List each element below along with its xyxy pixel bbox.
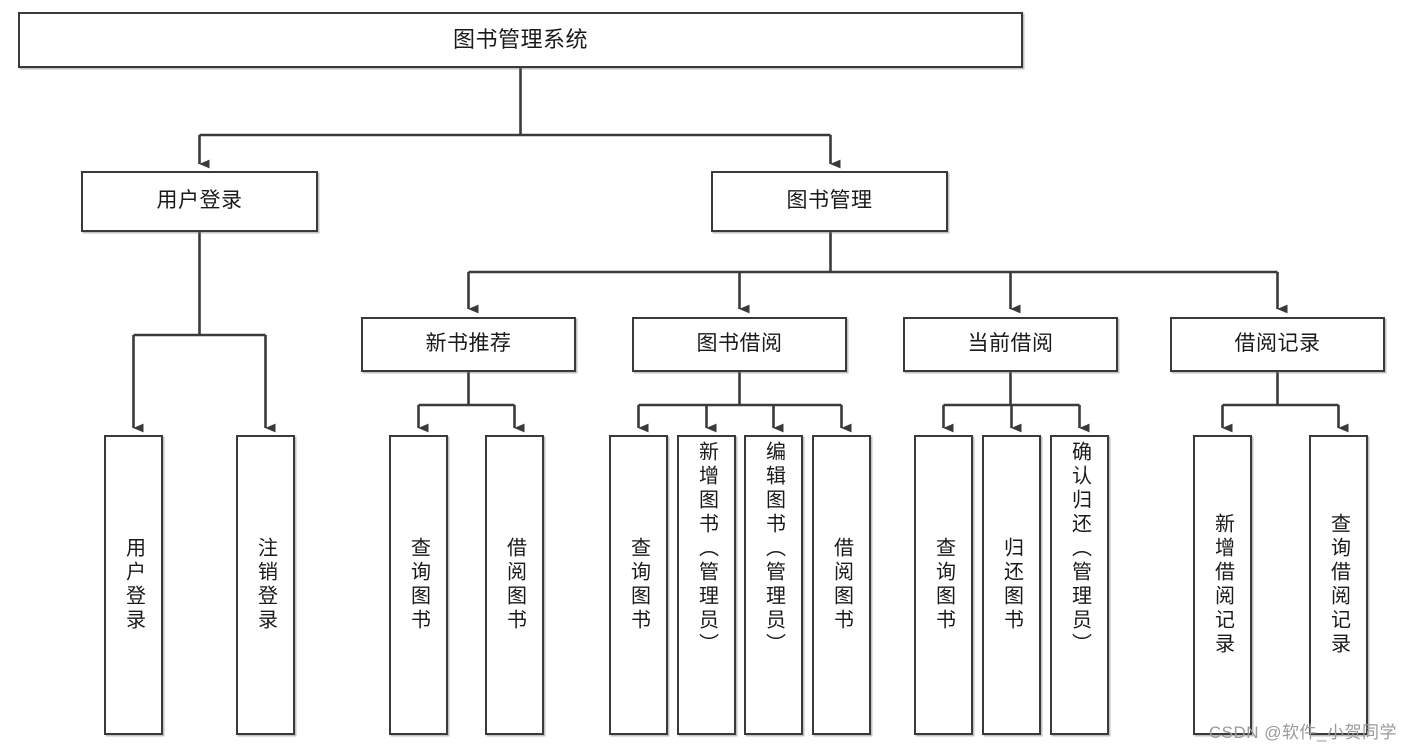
- node-label: 新增借阅记录: [1211, 513, 1234, 657]
- node-leaf-book-borrow-edit-admin[interactable]: 编辑图书（管理员）: [744, 435, 803, 735]
- node-label: 借阅图书: [503, 537, 526, 633]
- csdn-watermark: CSDN @软件_小贺同学: [1208, 723, 1397, 742]
- node-leaf-book-borrow-borrow[interactable]: 借阅图书: [812, 435, 871, 735]
- node-label: 新书推荐: [425, 332, 512, 356]
- node-current-borrow[interactable]: 当前借阅: [903, 317, 1118, 372]
- node-label: 当前借阅: [967, 332, 1054, 356]
- node-leaf-borrow-record-add[interactable]: 新增借阅记录: [1193, 435, 1252, 735]
- node-leaf-user-login-logout[interactable]: 注销登录: [236, 435, 295, 735]
- node-label: 借阅图书: [830, 537, 853, 633]
- node-leaf-current-borrow-query[interactable]: 查询图书: [914, 435, 973, 735]
- node-label: 查询图书: [627, 537, 650, 633]
- node-label: 查询图书: [932, 537, 955, 633]
- node-label: 图书管理系统: [452, 27, 588, 53]
- node-label: 编辑图书（管理员）: [762, 441, 785, 657]
- node-label: 用户登录: [156, 189, 243, 213]
- node-user-login[interactable]: 用户登录: [81, 171, 318, 232]
- node-leaf-new-book-borrow[interactable]: 借阅图书: [485, 435, 544, 735]
- node-borrow-record[interactable]: 借阅记录: [1170, 317, 1385, 372]
- node-book-management[interactable]: 图书管理: [711, 171, 948, 232]
- node-leaf-current-borrow-return[interactable]: 归还图书: [982, 435, 1041, 735]
- node-label: 查询图书: [407, 537, 430, 633]
- node-leaf-borrow-record-query[interactable]: 查询借阅记录: [1309, 435, 1368, 735]
- node-new-book-recommend[interactable]: 新书推荐: [361, 317, 576, 372]
- node-label: 图书借阅: [696, 332, 783, 356]
- node-label: 查询借阅记录: [1327, 513, 1350, 657]
- node-label: 确认归还（管理员）: [1068, 441, 1091, 657]
- node-label: 借阅记录: [1234, 332, 1321, 356]
- node-label: 注销登录: [254, 537, 277, 633]
- node-leaf-new-book-query[interactable]: 查询图书: [389, 435, 448, 735]
- node-label: 新增图书（管理员）: [695, 441, 718, 657]
- node-leaf-book-borrow-query[interactable]: 查询图书: [609, 435, 668, 735]
- node-root-book-management-system[interactable]: 图书管理系统: [18, 12, 1023, 68]
- node-leaf-user-login-login[interactable]: 用户登录: [104, 435, 163, 735]
- node-leaf-book-borrow-add-admin[interactable]: 新增图书（管理员）: [677, 435, 736, 735]
- node-leaf-current-borrow-confirm-admin[interactable]: 确认归还（管理员）: [1050, 435, 1109, 735]
- node-label: 图书管理: [786, 189, 873, 213]
- node-book-borrow[interactable]: 图书借阅: [632, 317, 847, 372]
- node-label: 用户登录: [122, 537, 145, 633]
- node-label: 归还图书: [1000, 537, 1023, 633]
